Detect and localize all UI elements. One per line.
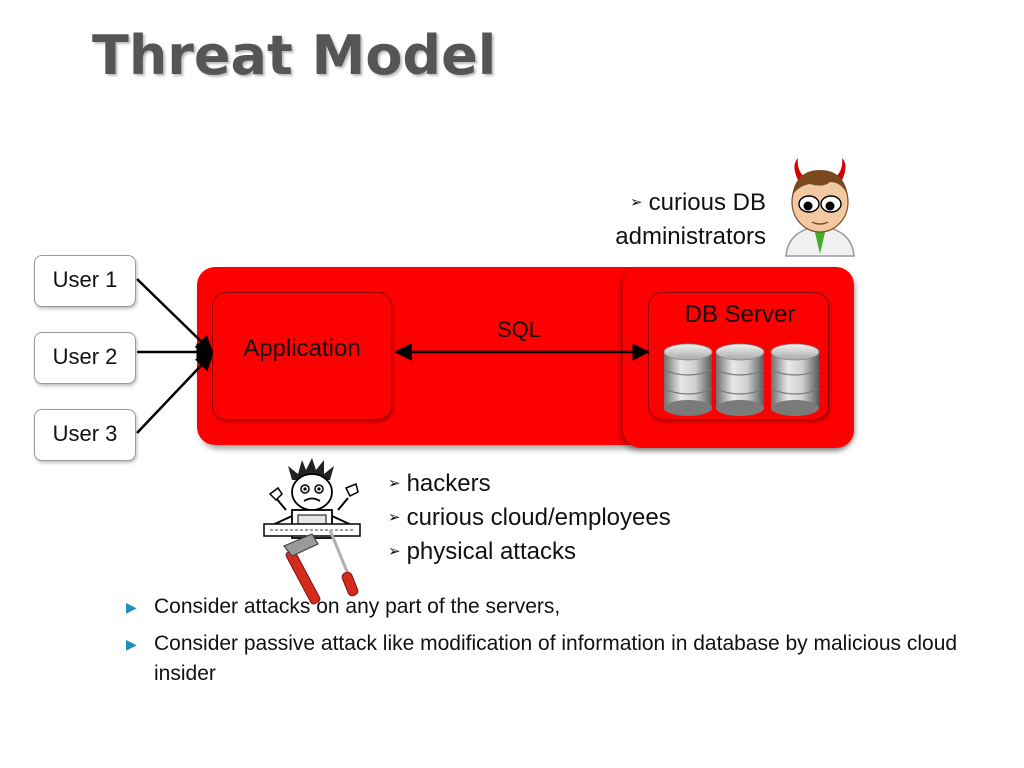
bullet-list: ▶Consider attacks on any part of the ser… (126, 592, 986, 696)
triangle-bullet-icon: ▶ (126, 599, 137, 615)
db-server-label: DB Server (684, 301, 796, 328)
triangle-bullet-icon: ▶ (126, 636, 137, 652)
hacker-icon (263, 458, 361, 539)
application-label: Application (243, 335, 361, 362)
bullet-item: ▶Consider passive attack like modificati… (126, 629, 986, 689)
threat-item: ➢hackers (388, 470, 491, 497)
admin-threat-line2: administrators (615, 223, 766, 250)
admin-threat-line1: curious DB (648, 189, 766, 216)
slide-title: Threat Model (92, 24, 497, 87)
arrow-bullet-icon: ➢ (388, 509, 401, 526)
threat-item: ➢curious cloud/employees (388, 504, 671, 531)
user-box-2: User 2 (34, 332, 136, 384)
user-box-3: User 3 (34, 409, 136, 461)
screwdriver-icon (328, 529, 359, 597)
threat-item: ➢physical attacks (388, 538, 576, 565)
user-box-1: User 1 (34, 255, 136, 307)
arrow-bullet-icon: ➢ (388, 475, 401, 492)
sql-label: SQL (497, 317, 542, 342)
admin-threat-label: ➢ curious DB administrators (615, 186, 766, 254)
devil-admin-icon (785, 158, 855, 257)
arrow-bullet-icon: ➢ (388, 543, 401, 560)
bullet-item: ▶Consider attacks on any part of the ser… (126, 592, 986, 622)
threat-list: ➢hackers ➢curious cloud/employees ➢physi… (388, 467, 671, 569)
arrow-bullet-icon: ➢ (630, 194, 643, 211)
